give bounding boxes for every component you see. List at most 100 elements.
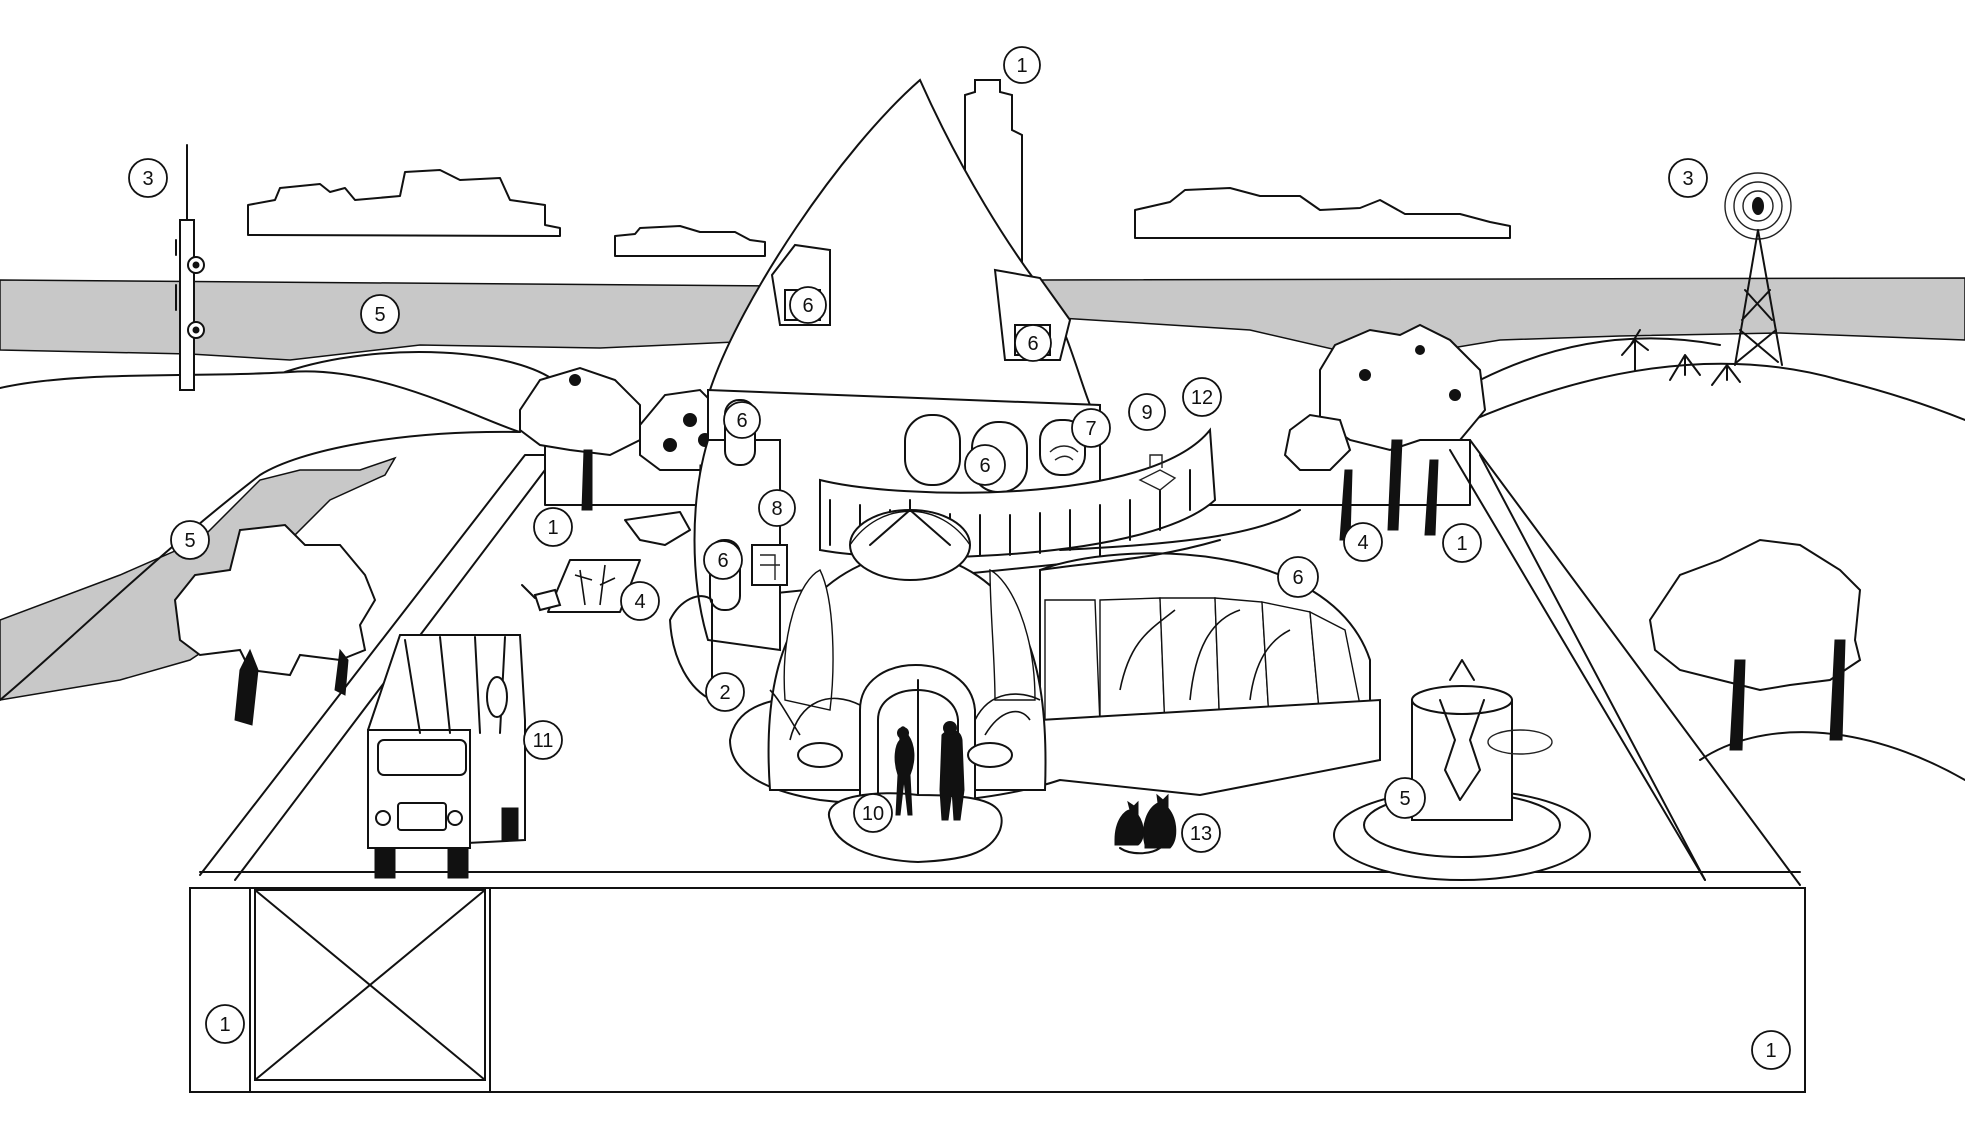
marker-circle xyxy=(620,581,660,621)
marker-circle xyxy=(1442,523,1482,563)
marker-label: 5 xyxy=(374,304,385,326)
marker-circle xyxy=(1751,1030,1791,1070)
marker-label: 6 xyxy=(1292,567,1303,589)
clouds xyxy=(247,169,1511,257)
couple-silhouette xyxy=(894,721,965,821)
perimeter-wall xyxy=(189,431,1806,1093)
marker-m22: 10 xyxy=(853,793,893,833)
marker-circle xyxy=(758,489,796,527)
cloud-middle xyxy=(614,225,766,257)
marker-label: 1 xyxy=(1016,55,1027,77)
fruit-trees-right xyxy=(1283,323,1487,541)
marker-m10: 9 xyxy=(1128,393,1166,431)
marker-label: 6 xyxy=(979,455,990,477)
marker-circle xyxy=(1128,393,1166,431)
marker-m21: 11 xyxy=(523,720,563,760)
distant-pylons xyxy=(1621,329,1741,386)
marker-label: 7 xyxy=(1085,418,1096,440)
marker-circle xyxy=(1343,522,1383,562)
hills xyxy=(0,337,1965,781)
cone-roof xyxy=(708,78,1092,420)
tree-right-field xyxy=(1648,538,1862,751)
marker-label: 6 xyxy=(1027,333,1038,355)
marker-m8: 6 xyxy=(723,401,761,439)
marker-m13: 8 xyxy=(758,489,796,527)
marker-circle xyxy=(703,540,743,580)
broadcast-tower-right xyxy=(1724,172,1792,366)
marker-m23: 13 xyxy=(1181,813,1221,853)
marker-m20: 2 xyxy=(705,672,745,712)
marker-m3: 3 xyxy=(1668,158,1708,198)
marker-circle xyxy=(1384,777,1426,819)
marker-label: 4 xyxy=(634,591,645,613)
marker-circle xyxy=(1277,556,1319,598)
marker-label: 12 xyxy=(1191,387,1213,409)
marker-circle xyxy=(128,158,168,198)
marker-m26: 1 xyxy=(1751,1030,1791,1070)
marker-label: 9 xyxy=(1141,402,1152,424)
trees xyxy=(173,323,1862,751)
marker-circle xyxy=(523,720,563,760)
marker-label: 13 xyxy=(1190,823,1212,845)
marker-label: 2 xyxy=(719,682,730,704)
marker-m1: 1 xyxy=(1003,46,1041,84)
marker-m4: 5 xyxy=(360,294,400,334)
marker-m6: 6 xyxy=(789,286,827,324)
marker-circle xyxy=(723,401,761,439)
marker-circle xyxy=(1182,377,1222,417)
marker-circle xyxy=(1003,46,1041,84)
marker-m11: 12 xyxy=(1182,377,1222,417)
marker-label: 6 xyxy=(802,295,813,317)
marker-label: 10 xyxy=(862,803,884,825)
marker-m14: 1 xyxy=(533,507,573,547)
marker-circle xyxy=(205,1004,245,1044)
marker-m24: 5 xyxy=(1384,777,1426,819)
marker-label: 1 xyxy=(1456,533,1467,555)
marker-circle xyxy=(1181,813,1221,853)
marker-m9: 7 xyxy=(1071,408,1111,448)
marker-label: 5 xyxy=(184,530,195,552)
tree-left-river xyxy=(173,523,377,726)
marker-circle xyxy=(853,793,893,833)
river-horizon-right xyxy=(1039,277,1965,361)
marker-label: 1 xyxy=(1765,1040,1776,1062)
camper-van xyxy=(366,634,526,879)
marker-m16: 4 xyxy=(620,581,660,621)
marker-circle xyxy=(789,286,827,324)
cloud-right xyxy=(1134,187,1511,239)
marker-circle xyxy=(1668,158,1708,198)
marker-label: 5 xyxy=(1399,788,1410,810)
marker-m15: 6 xyxy=(703,540,743,580)
marker-circle xyxy=(170,520,210,560)
marker-circle xyxy=(360,294,400,334)
marker-label: 6 xyxy=(736,410,747,432)
marker-m12: 6 xyxy=(964,444,1006,486)
marker-label: 1 xyxy=(219,1014,230,1036)
marker-m18: 1 xyxy=(1442,523,1482,563)
marker-m17: 4 xyxy=(1343,522,1383,562)
fruit-trees-left xyxy=(519,366,721,581)
marker-label: 1 xyxy=(547,517,558,539)
marker-circle xyxy=(533,507,573,547)
cloud-left xyxy=(247,169,561,237)
marker-circle xyxy=(1071,408,1111,448)
marker-circle xyxy=(705,672,745,712)
marker-label: 3 xyxy=(1682,168,1693,190)
vegetable-garden xyxy=(521,511,691,613)
marker-label: 11 xyxy=(533,730,554,752)
house xyxy=(669,78,1381,864)
marker-m7: 6 xyxy=(1014,324,1052,362)
marker-m19: 6 xyxy=(1277,556,1319,598)
marker-label: 3 xyxy=(142,168,153,190)
marker-circle xyxy=(1014,324,1052,362)
marker-label: 8 xyxy=(771,498,782,520)
marker-m5: 5 xyxy=(170,520,210,560)
marker-label: 6 xyxy=(717,550,728,572)
fountain xyxy=(1333,659,1591,881)
cats xyxy=(1114,793,1177,855)
antenna-mast-left xyxy=(175,144,205,391)
marker-label: 4 xyxy=(1357,532,1368,554)
marker-m25: 1 xyxy=(205,1004,245,1044)
